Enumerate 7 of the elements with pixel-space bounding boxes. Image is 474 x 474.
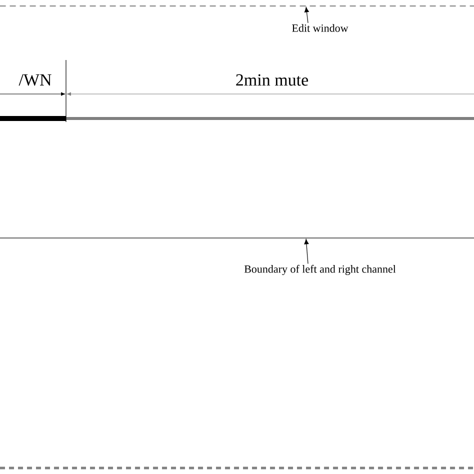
leader-line (304, 7, 309, 24)
text-label: /WN (18, 74, 52, 86)
channel-boundary-line (0, 237, 474, 239)
dimension-label: 2min mute (236, 74, 308, 86)
leader-line (304, 239, 309, 264)
annotation-text: Edit window (292, 24, 348, 32)
annotation-text: Boundary of left and right channel (244, 264, 396, 276)
